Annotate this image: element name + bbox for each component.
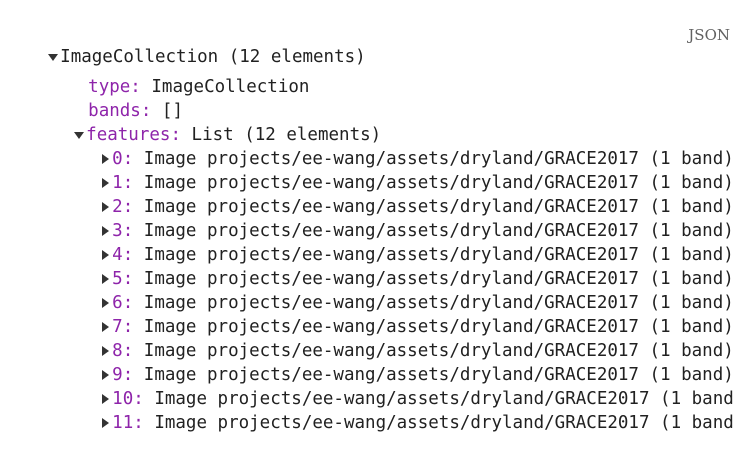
expand-triangle-icon[interactable] [98,291,112,315]
feature-item-6[interactable]: 6: Image projects/ee-wang/assets/dryland… [56,267,734,313]
feature-index: 1: [112,173,134,193]
feature-item-1[interactable]: 1: Image projects/ee-wang/assets/dryland… [56,147,734,193]
expand-triangle-icon[interactable] [98,171,112,195]
feature-index: 7: [112,317,134,337]
feature-text: Image projects/ee-wang/assets/dryland/GR… [154,389,736,409]
feature-text: Image projects/ee-wang/assets/dryland/GR… [143,197,734,217]
feature-index: 6: [112,293,134,313]
expand-triangle-icon[interactable] [98,195,112,219]
expand-triangle-icon[interactable] [98,147,112,171]
features-key: features: [86,125,181,145]
expand-triangle-icon[interactable] [98,315,112,339]
expand-triangle-icon[interactable] [98,411,112,435]
type-key: type: [88,77,141,97]
feature-text: Image projects/ee-wang/assets/dryland/GR… [143,341,734,361]
feature-item-11[interactable]: 11: Image projects/ee-wang/assets/drylan… [56,387,736,433]
feature-index: 9: [112,365,134,385]
feature-index: 4: [112,245,134,265]
feature-text: Image projects/ee-wang/assets/dryland/GR… [143,365,734,385]
feature-index: 5: [112,269,134,289]
expand-triangle-icon[interactable] [98,387,112,411]
feature-text: Image projects/ee-wang/assets/dryland/GR… [143,269,734,289]
bands-value: [] [161,101,183,121]
feature-index: 3: [112,221,134,241]
feature-text: Image projects/ee-wang/assets/dryland/GR… [143,149,734,169]
feature-item-3[interactable]: 3: Image projects/ee-wang/assets/dryland… [56,195,734,241]
feature-index: 11: [112,413,144,433]
collapse-triangle-icon[interactable] [72,123,86,147]
feature-text: Image projects/ee-wang/assets/dryland/GR… [143,245,734,265]
feature-text: Image projects/ee-wang/assets/dryland/GR… [143,293,734,313]
root-row[interactable]: ImageCollection (12 elements) [4,21,366,67]
bands-key: bands: [88,101,152,121]
expand-triangle-icon[interactable] [98,219,112,243]
bands-row: bands: [] [46,75,183,121]
root-title: ImageCollection (12 elements) [60,47,366,67]
json-link[interactable]: JSON [688,26,730,44]
feature-text: Image projects/ee-wang/assets/dryland/GR… [154,413,736,433]
feature-index: 8: [112,341,134,361]
type-row: type: ImageCollection [46,51,309,97]
feature-item-0[interactable]: 0: Image projects/ee-wang/assets/dryland… [56,123,734,169]
feature-item-8[interactable]: 8: Image projects/ee-wang/assets/dryland… [56,315,734,361]
feature-item-7[interactable]: 7: Image projects/ee-wang/assets/dryland… [56,291,734,337]
feature-item-2[interactable]: 2: Image projects/ee-wang/assets/dryland… [56,171,734,217]
expand-triangle-icon[interactable] [98,339,112,363]
feature-index: 10: [112,389,144,409]
features-value: List (12 elements) [191,125,382,145]
feature-item-5[interactable]: 5: Image projects/ee-wang/assets/dryland… [56,243,734,289]
expand-triangle-icon[interactable] [98,363,112,387]
collapse-triangle-icon[interactable] [46,45,60,69]
expand-triangle-icon[interactable] [98,243,112,267]
feature-text: Image projects/ee-wang/assets/dryland/GR… [143,317,734,337]
feature-text: Image projects/ee-wang/assets/dryland/GR… [143,221,734,241]
feature-item-9[interactable]: 9: Image projects/ee-wang/assets/dryland… [56,339,734,385]
feature-item-4[interactable]: 4: Image projects/ee-wang/assets/dryland… [56,219,734,265]
feature-index: 0: [112,149,134,169]
expand-triangle-icon[interactable] [98,267,112,291]
features-row[interactable]: features: List (12 elements) [30,99,381,145]
feature-text: Image projects/ee-wang/assets/dryland/GR… [143,173,734,193]
feature-index: 2: [112,197,134,217]
feature-item-10[interactable]: 10: Image projects/ee-wang/assets/drylan… [56,363,736,409]
type-value: ImageCollection [151,77,310,97]
object-inspector: ImageCollection (12 elements) JSON type:… [4,21,736,433]
